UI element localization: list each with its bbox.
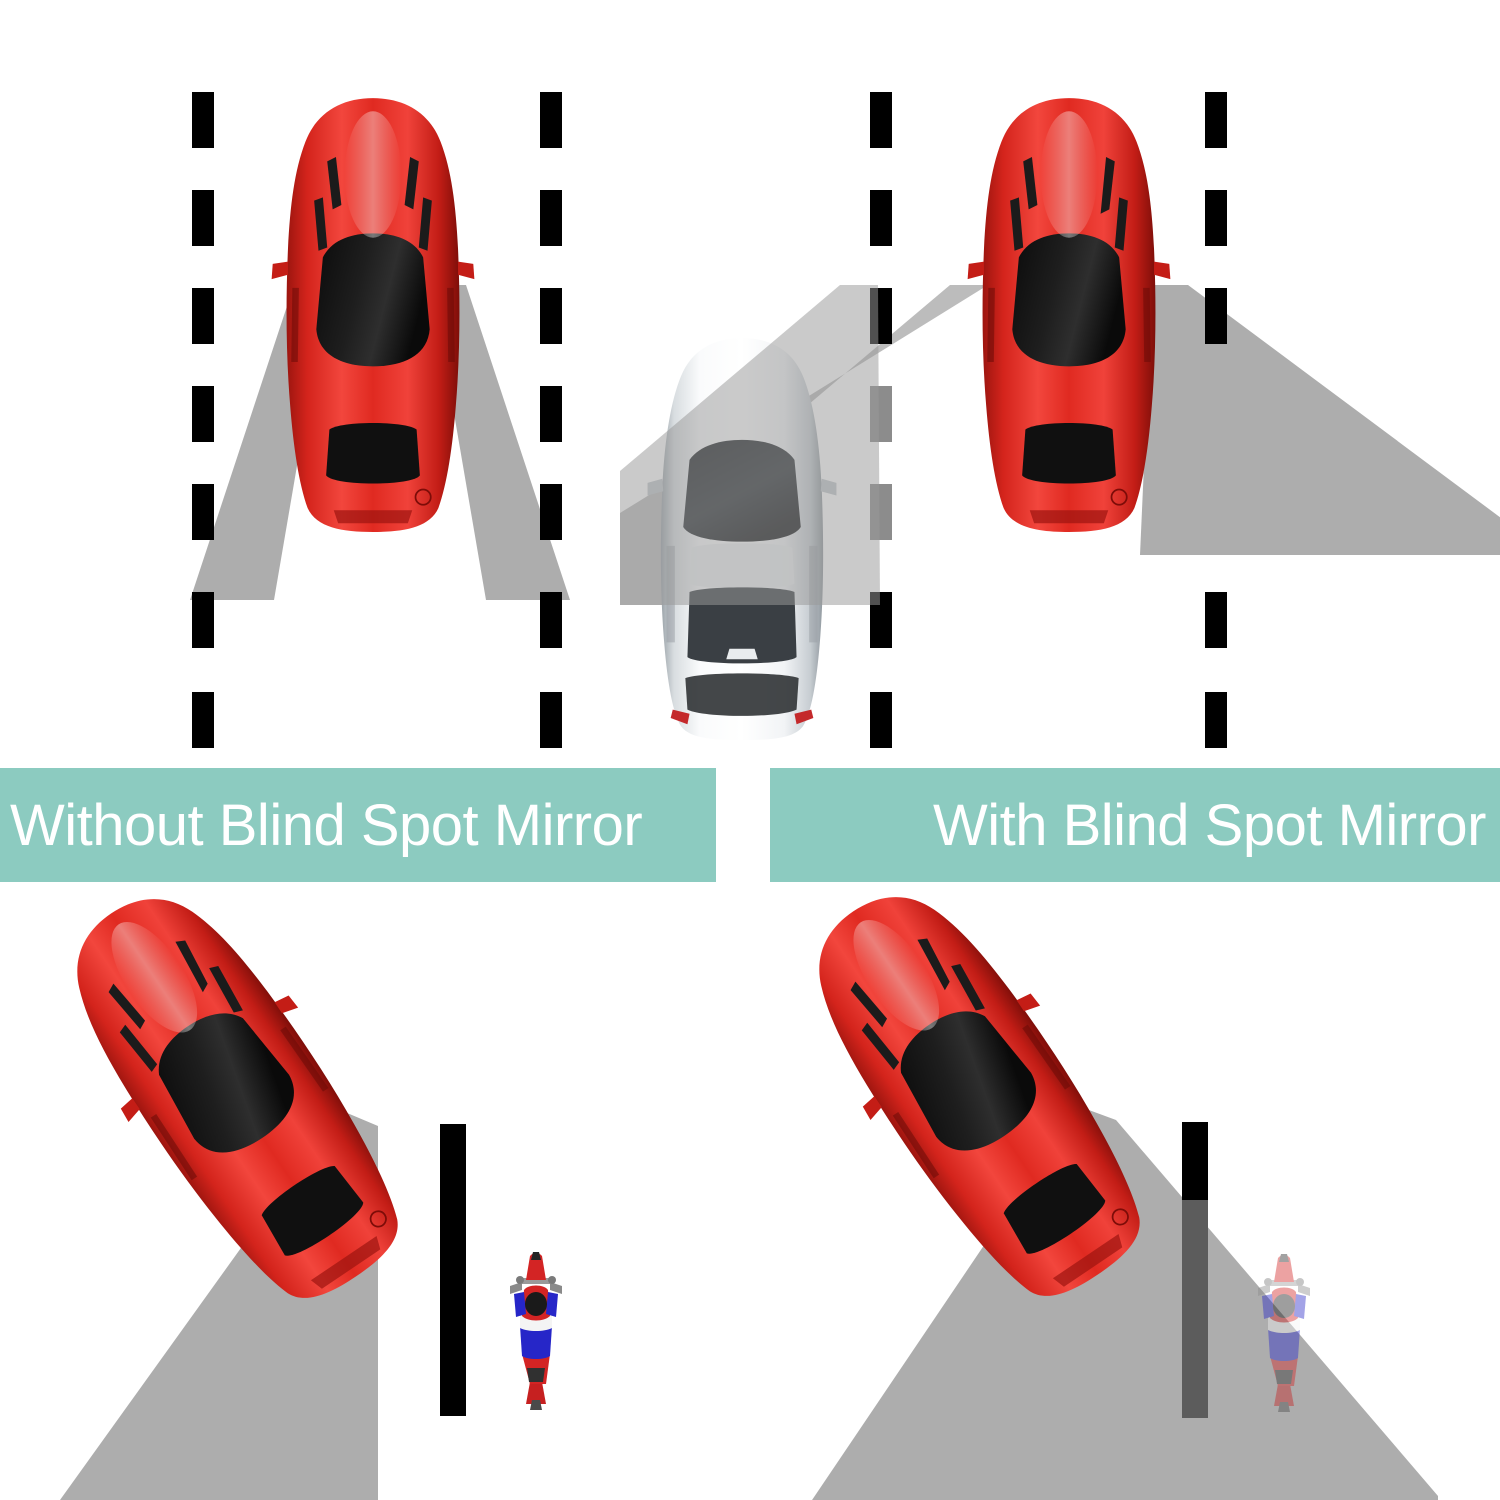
red-sports-car-angled-bottom-right [748,840,1201,1345]
blind-spot-cone-wide-bottom-right [808,1106,1438,1500]
lane-dashes-right-outer [1205,0,1227,768]
lane-dashes-left-inner [540,0,562,768]
banner-right-label: With Blind Spot Mirror [932,792,1487,858]
lane-dashes-right-inner [870,0,892,768]
banner-with-blind-spot-mirror: With Blind Spot Mirror [770,768,1500,882]
lane-bar-shaded-overlay [1182,1200,1208,1418]
motorcycle-bottom-left [500,1250,572,1412]
panel-without-mirror-motorcycle [0,882,750,1500]
blind-spot-cone-wide-right [1140,285,1500,555]
banner-left-label: Without Blind Spot Mirror [10,792,643,858]
panel-with-mirror-motorcycle [750,882,1500,1500]
banner-without-blind-spot-mirror: Without Blind Spot Mirror [0,768,716,882]
red-sports-car-angled-bottom-left [6,842,459,1347]
motorcycle-bottom-right [1248,1252,1320,1414]
panel-without-mirror-lane-change [0,0,750,768]
blind-spot-cone-right [420,285,570,600]
lane-dashes-left-outer [192,0,214,768]
red-sports-car-top-right [958,96,1180,533]
white-sedan-center [637,336,847,740]
lane-bar-bottom-left [440,1124,466,1416]
red-sports-car-top-left [262,96,484,533]
panel-with-mirror-lane-change [620,0,1500,768]
